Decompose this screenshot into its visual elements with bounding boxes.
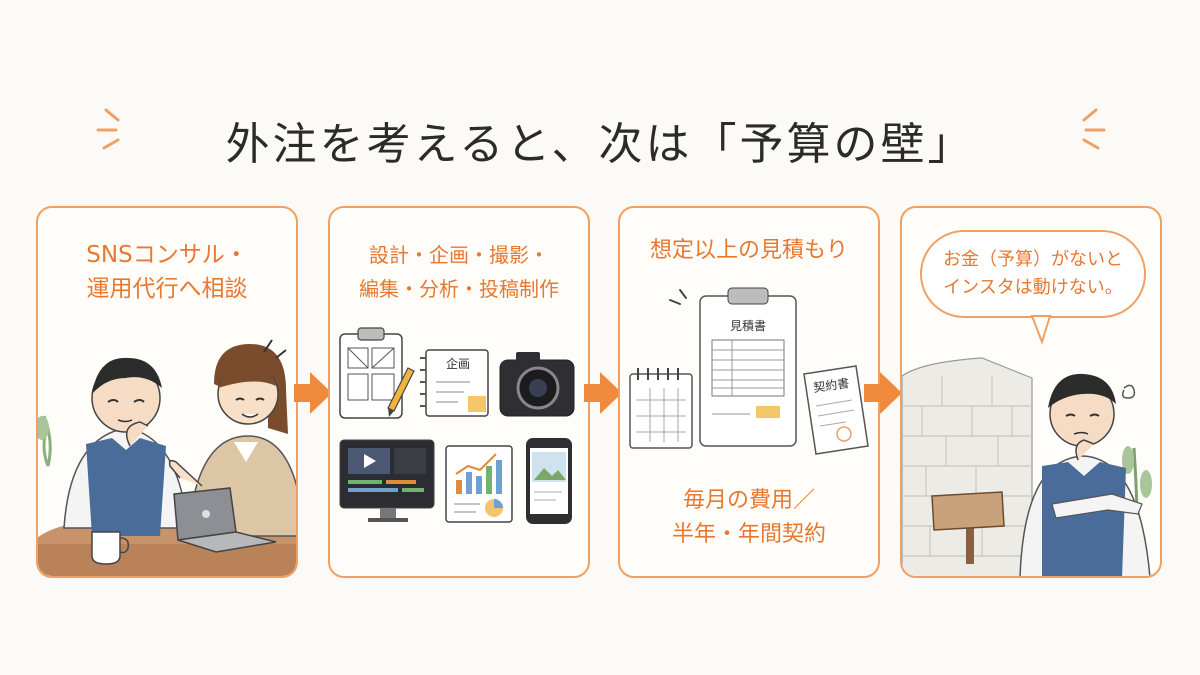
svg-text:見積書: 見積書 — [730, 318, 766, 333]
page-title: 外注を考えると、次は「予算の壁」 — [225, 119, 975, 170]
camera-icon — [499, 352, 575, 417]
man-figure — [63, 357, 189, 536]
arrow-right-icon — [584, 372, 622, 414]
step-1-heading: SNSコンサル・ 運用代行へ相談 — [86, 242, 248, 302]
step-3-heading: 想定以上の見積もり — [649, 238, 848, 263]
analytics-icon — [445, 445, 513, 523]
calendar-icon — [629, 368, 693, 449]
step-4-panel: お金（予算）がないと インスタは動けない。 — [900, 206, 1162, 578]
laptop-icon — [173, 487, 277, 553]
estimate-clipboard-icon: 見積書 — [699, 287, 797, 447]
spark-icon-left — [96, 108, 120, 150]
notebook-icon: 企画 — [420, 349, 489, 417]
step-3-panel: 想定以上の見積もり 見積書 契約書 毎月の費用／ — [618, 206, 880, 578]
step-1-panel: SNSコンサル・ 運用代行へ相談 — [36, 206, 298, 578]
clipboard-icon — [339, 327, 403, 419]
coffee-cup-icon — [91, 531, 130, 565]
plant-icon — [38, 415, 52, 467]
estimate-illustration: 見積書 契約書 — [629, 287, 869, 455]
video-editor-icon — [339, 439, 435, 522]
production-tools-illustration: 企画 — [339, 327, 575, 524]
budget-wall-illustration — [902, 315, 1152, 576]
contract-icon: 契約書 — [803, 365, 869, 455]
smartphone-icon — [526, 438, 572, 524]
svg-text:契約書: 契約書 — [812, 375, 850, 395]
spark-icon-right — [1082, 108, 1106, 150]
step-3-footer: 毎月の費用／ 半年・年間契約 — [671, 488, 826, 547]
pencil-icon — [387, 367, 415, 417]
consultation-illustration — [38, 339, 296, 576]
arrow-right-icon — [294, 372, 332, 414]
arrow-right-icon — [864, 372, 902, 414]
man-figure — [1019, 373, 1151, 576]
signpost-icon — [931, 491, 1005, 564]
step-2-heading: 設計・企画・撮影・ 編集・分析・投稿制作 — [359, 243, 559, 301]
svg-text:企画: 企画 — [446, 356, 470, 371]
step-2-panel: 設計・企画・撮影・ 編集・分析・投稿制作 企画 — [328, 206, 590, 578]
